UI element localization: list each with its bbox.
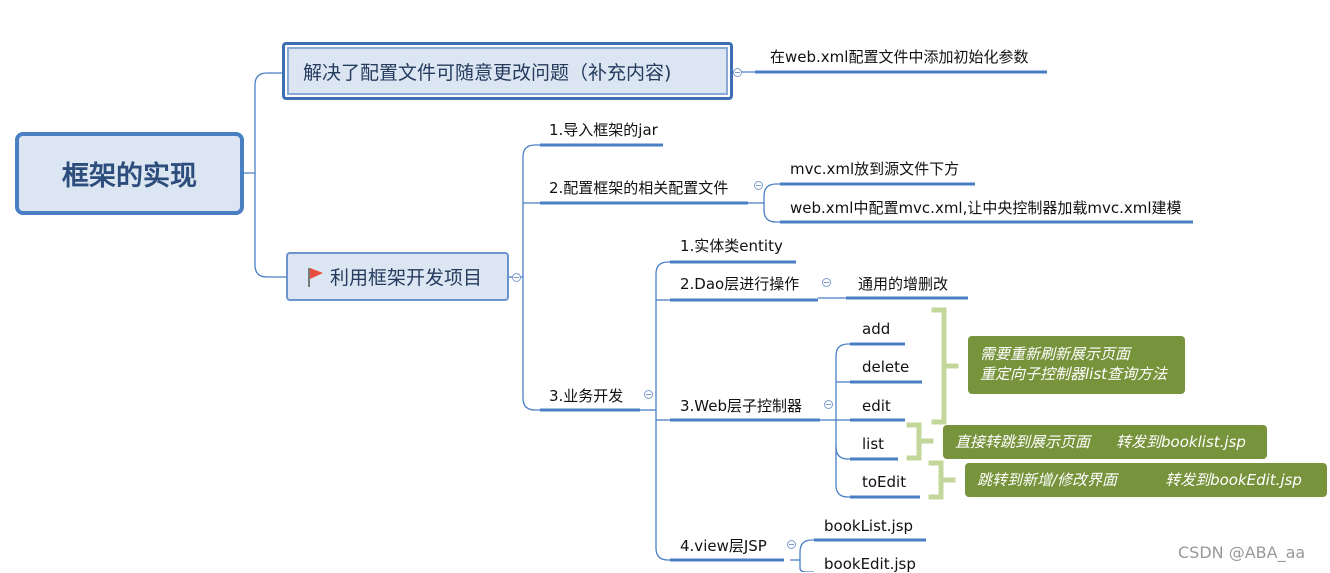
collapse-icon[interactable]	[644, 390, 653, 399]
root-topic[interactable]: 框架的实现	[15, 132, 244, 215]
note-list-part2: 转发到booklist.jsp	[1116, 433, 1246, 451]
config-child[interactable]: 在web.xml配置文件中添加初始化参数	[770, 48, 1029, 66]
collapse-icon[interactable]	[824, 400, 833, 409]
page-booklist[interactable]: bookList.jsp	[824, 517, 914, 535]
dao-child[interactable]: 通用的增删改	[858, 275, 949, 293]
step3-label[interactable]: 3.业务开发	[549, 387, 624, 405]
topic-dev-title: 利用框架开发项目	[330, 267, 483, 289]
topic-config[interactable]: 解决了配置文件可随意更改问题（补充内容)	[282, 42, 733, 100]
note-refresh-line2: 重定向子控制器list查询方法	[980, 365, 1168, 383]
collapse-icon[interactable]	[822, 278, 831, 287]
collapse-icon[interactable]	[754, 181, 763, 190]
page-bookedit[interactable]: bookEdit.jsp	[824, 555, 916, 573]
method-list[interactable]: list	[862, 435, 885, 453]
note-refresh[interactable]: 需要重新刷新展示页面 重定向子控制器list查询方法	[968, 336, 1185, 394]
method-edit[interactable]: edit	[862, 397, 891, 415]
step2-item-1[interactable]: mvc.xml放到源文件下方	[790, 160, 960, 178]
method-add[interactable]: add	[862, 320, 891, 338]
entity-label[interactable]: 1.实体类entity	[680, 237, 783, 255]
step2-item-2[interactable]: web.xml中配置mvc.xml,让中央控制器加载mvc.xml建模	[790, 199, 1182, 217]
topic-dev[interactable]: 利用框架开发项目	[286, 252, 509, 301]
step2-label[interactable]: 2.配置框架的相关配置文件	[549, 179, 729, 197]
note-toedit-part2: 转发到bookEdit.jsp	[1165, 471, 1302, 489]
note-list[interactable]: 直接转跳到展示页面 转发到booklist.jsp	[943, 425, 1267, 459]
collapse-icon[interactable]	[787, 540, 796, 549]
flag-icon	[308, 267, 323, 287]
method-delete[interactable]: delete	[862, 358, 910, 376]
topic-config-title: 解决了配置文件可随意更改问题（补充内容)	[303, 61, 672, 84]
collapse-icon[interactable]	[512, 273, 521, 282]
web-label[interactable]: 3.Web层子控制器	[680, 397, 803, 415]
method-toedit[interactable]: toEdit	[862, 473, 907, 491]
step1-label[interactable]: 1.导入框架的jar	[549, 121, 658, 139]
dao-label[interactable]: 2.Dao层进行操作	[680, 275, 800, 293]
watermark: CSDN @ABA_aa	[1178, 543, 1306, 562]
note-toedit[interactable]: 跳转到新增/修改界面 转发到bookEdit.jsp	[965, 463, 1327, 497]
note-list-part1: 直接转跳到展示页面	[955, 433, 1091, 451]
view-label[interactable]: 4.view层JSP	[680, 537, 767, 555]
collapse-icon[interactable]	[733, 68, 742, 77]
note-refresh-line1: 需要重新刷新展示页面	[980, 345, 1131, 363]
note-toedit-part1: 跳转到新增/修改界面	[977, 471, 1118, 489]
root-title: 框架的实现	[62, 161, 197, 192]
